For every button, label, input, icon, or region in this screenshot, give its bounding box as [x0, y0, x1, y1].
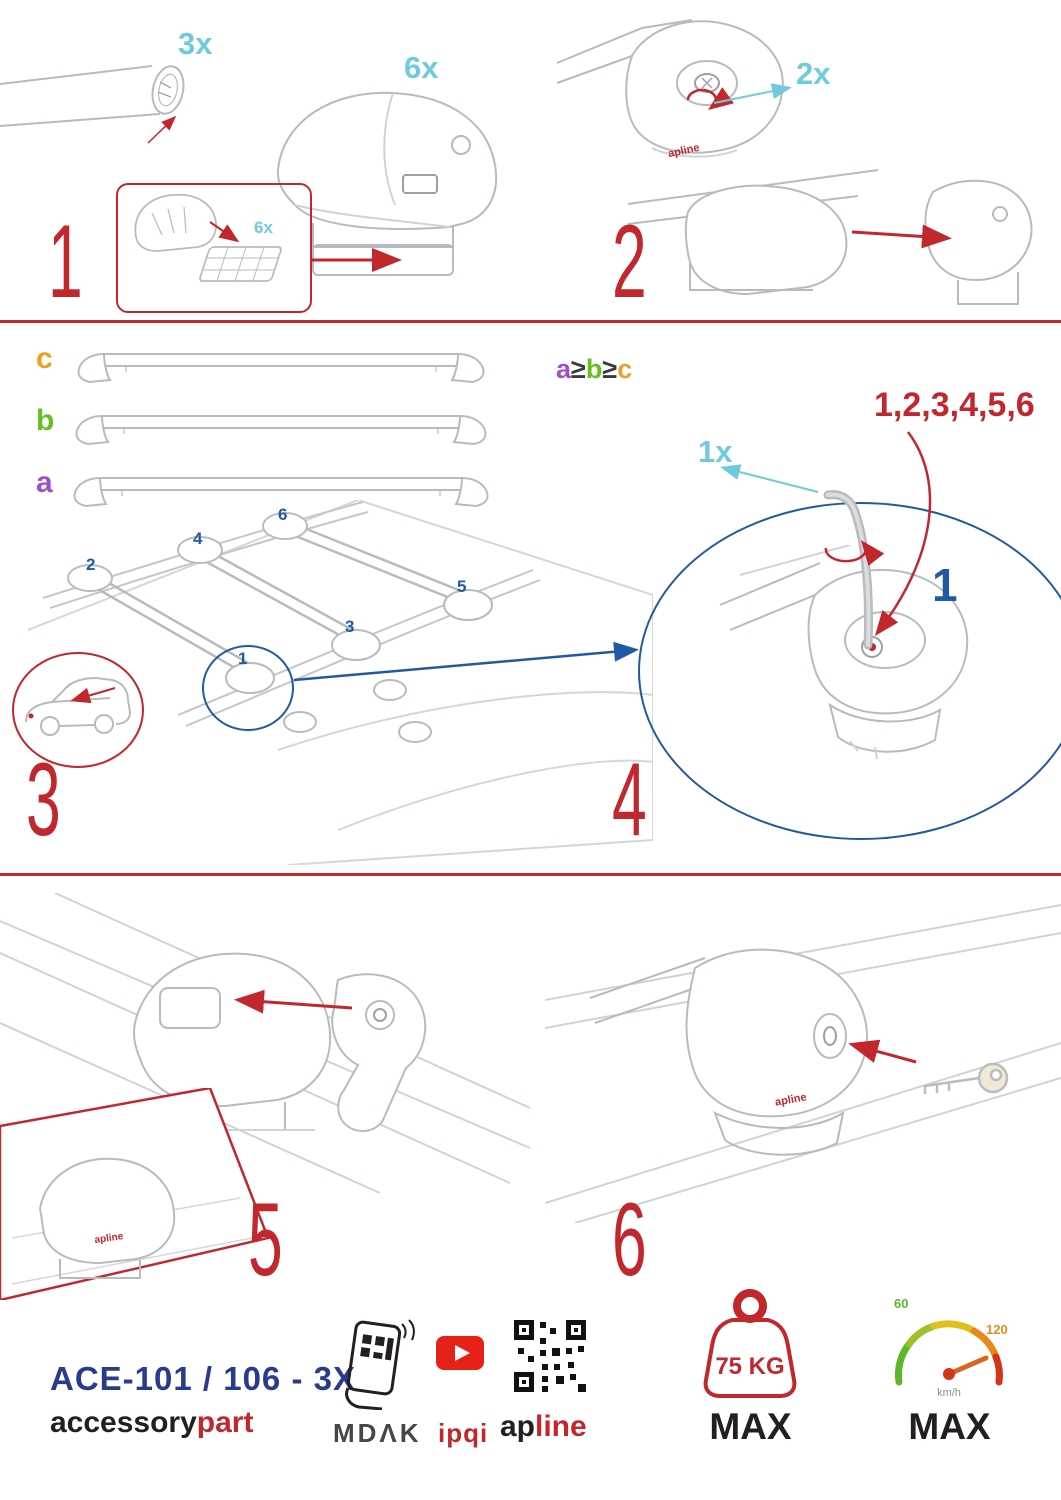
speed-unit-label: km/h: [937, 1387, 961, 1399]
position-1-label: 1: [238, 649, 248, 668]
speedometer-icon: 60 120 km/h: [894, 1296, 1008, 1399]
rule-c: c: [617, 354, 633, 384]
foot-underside-and-pad-drawing: [134, 193, 282, 282]
step5-number: 5: [248, 1182, 283, 1298]
youtube-icon: [436, 1336, 484, 1370]
step3-number: 3: [26, 742, 61, 858]
model-number: ACE-101 / 106 - 3X: [50, 1360, 356, 1397]
step2-number: 2: [612, 204, 647, 320]
speed-low-label: 60: [894, 1296, 908, 1311]
step5-result-inset: apline: [0, 1088, 270, 1300]
max-weight-value: 75 KG: [715, 1353, 784, 1380]
lock-key-drawing: [923, 1062, 1009, 1094]
position-5-label: 5: [457, 577, 467, 596]
step1-pad-quantity: 6x: [254, 218, 273, 237]
foot-assembly-drawing: [276, 91, 498, 276]
step4-quantity-arrow: [720, 464, 819, 493]
step4-quantity: 1x: [698, 434, 733, 469]
rule-ge1: ≥: [571, 354, 586, 384]
step4-number: 4: [612, 742, 647, 858]
accessorypart-logo-accessory: accessory: [50, 1406, 197, 1439]
qr-code: [512, 1318, 588, 1394]
rule-a: a: [556, 354, 572, 384]
step1-foot-quantity: 6x: [404, 50, 439, 85]
position-4-label: 4: [193, 529, 203, 548]
step2-quantity: 2x: [796, 56, 831, 91]
ipqi-logo: ipqi: [438, 1418, 489, 1448]
bar-label-b: b: [36, 404, 55, 437]
crossbar-b-drawing: [75, 414, 487, 446]
accessorypart-logo-part: part: [196, 1406, 254, 1439]
section-divider-bottom: [0, 873, 1061, 876]
step1-pad-inset: 6x: [116, 183, 312, 313]
size-rule-label: a≥b≥c: [556, 356, 632, 383]
mdak-logo: MDΛK: [333, 1418, 422, 1448]
position-2-label: 2: [86, 555, 96, 574]
position-6-label: 6: [278, 505, 288, 524]
foot-lock-top-drawing: [556, 19, 784, 158]
step4-highlight-number: 1: [932, 559, 958, 611]
allen-key-drawing: [823, 490, 873, 650]
bar-label-c: c: [36, 342, 53, 375]
crossbar-c-drawing: [77, 352, 485, 384]
bar-endcap-drawing: [628, 169, 1033, 305]
rule-ge2: ≥: [602, 354, 618, 384]
weight-max-label: MAX: [709, 1406, 792, 1447]
step1-number: 1: [48, 204, 83, 320]
accessorypart-logo: accessorypart: [50, 1408, 253, 1438]
max-weight-icon: 75 KG: [703, 1289, 797, 1398]
apline-logo-ap: ap: [500, 1410, 536, 1443]
step6-number: 6: [612, 1182, 647, 1298]
rule-b: b: [585, 354, 603, 384]
speed-high-label: 120: [986, 1322, 1008, 1337]
phone-qr-scan-icon: [345, 1319, 415, 1410]
speed-max-label: MAX: [908, 1406, 991, 1447]
position-3-label: 3: [345, 617, 355, 636]
step5-clamp-drawing: [331, 973, 427, 1132]
section-divider-top: [0, 320, 1061, 323]
position-1-highlight-circle: [202, 645, 294, 731]
step6-foot-drawing: [589, 948, 868, 1156]
tightening-sequence-label: 1,2,3,4,5,6: [874, 386, 1035, 424]
step5-foot-brand-logo: apline: [94, 1231, 125, 1246]
apline-logo: apline: [500, 1412, 587, 1442]
bar-label-a: a: [36, 466, 53, 499]
crossbar-a-drawing: [73, 476, 489, 508]
apline-logo-line: line: [535, 1410, 587, 1443]
step1-bar-quantity: 3x: [178, 26, 213, 61]
crossbar-profile-drawing: [0, 65, 185, 127]
